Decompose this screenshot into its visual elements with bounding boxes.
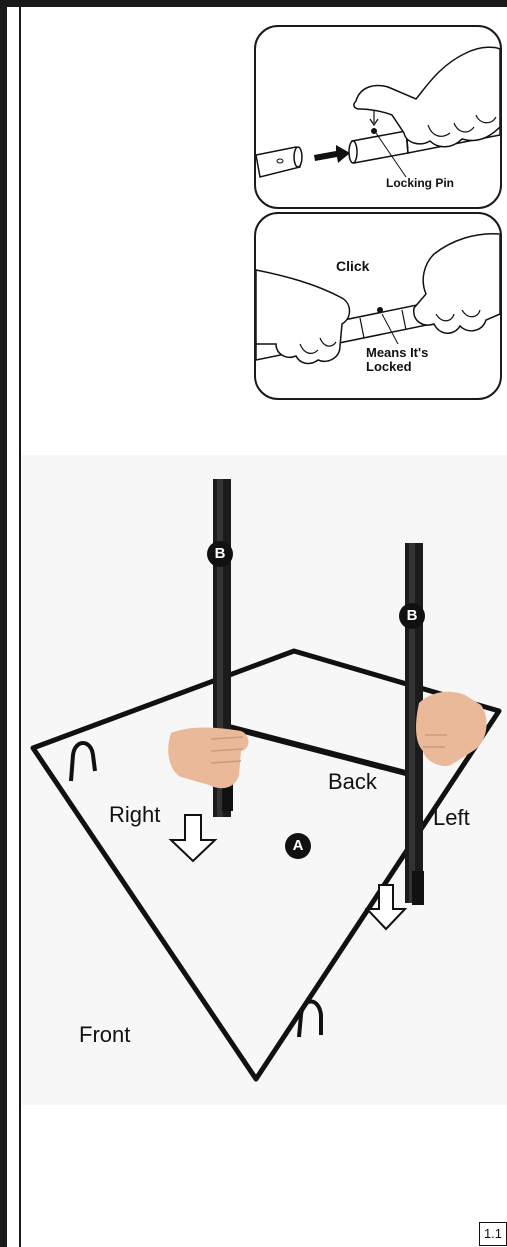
page-number: 1.1 bbox=[479, 1222, 507, 1246]
locking-pin-illustration: Locking Pin bbox=[254, 25, 502, 209]
means-locked-callout: Means It's Locked bbox=[366, 346, 428, 374]
page-border-left bbox=[0, 0, 7, 1247]
label-right: Right bbox=[109, 802, 160, 828]
label-front: Front bbox=[79, 1022, 130, 1048]
locking-pin-drawing bbox=[256, 27, 500, 207]
frame-assembly-photo: B B A Back Right Left Front bbox=[21, 455, 507, 1105]
click-locked-illustration: Click Means It's Locked bbox=[254, 212, 502, 400]
label-left: Left bbox=[433, 805, 470, 831]
marker-b-right-post: B bbox=[207, 541, 233, 567]
click-callout: Click bbox=[336, 260, 369, 273]
marker-a-crossbar: A bbox=[285, 833, 311, 859]
marker-b-left-post: B bbox=[399, 603, 425, 629]
label-back: Back bbox=[328, 769, 377, 795]
locking-pin-callout: Locking Pin bbox=[386, 177, 454, 190]
page-border-top bbox=[0, 0, 507, 7]
frame-assembly-drawing bbox=[21, 455, 507, 1105]
page-margin-strip bbox=[7, 7, 21, 1247]
